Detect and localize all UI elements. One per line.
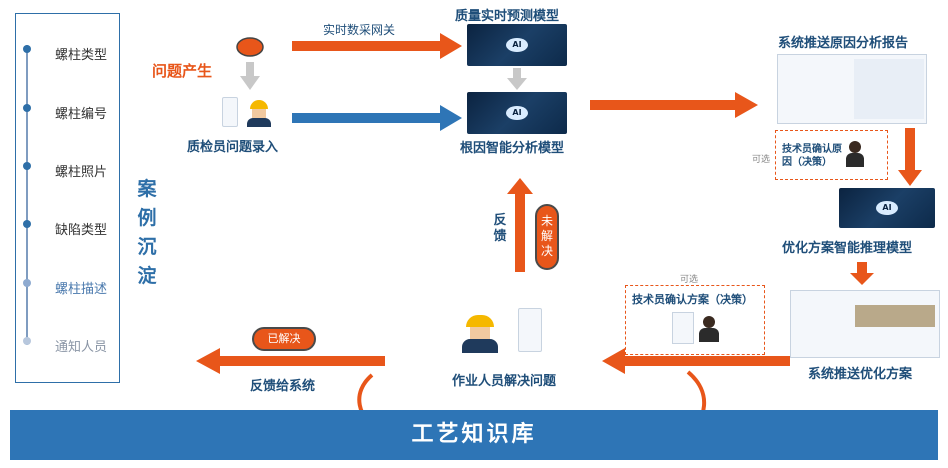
field-defect-type: 缺陷类型 [55, 223, 108, 238]
inspector-entry-label: 质检员问题录入 [187, 140, 279, 155]
timeline-dot [23, 162, 31, 170]
problem-occurs-label: 问题产生 [152, 62, 213, 80]
root-model-title: 根因智能分析模型 [460, 141, 565, 156]
orange-arrow-to-worker [602, 348, 790, 374]
worker-avatar-icon [246, 100, 272, 128]
field-stud-number: 螺柱编号 [55, 107, 108, 122]
ai-icon: AI [506, 106, 528, 120]
ai-icon: AI [506, 38, 528, 52]
feedback-char: 反 [493, 213, 507, 228]
tech-confirm-plan-label: 技术员确认方案（决策） [632, 293, 753, 306]
solved-badge: 已解决 [252, 327, 316, 351]
technician-avatar-icon [699, 316, 719, 344]
gray-down-arrow-models [507, 68, 527, 90]
case-char: 例 [137, 207, 157, 229]
orange-down-arrow-right-2 [850, 262, 874, 285]
timeline-dot [23, 45, 31, 53]
optimize-model-image: AI [839, 188, 935, 228]
orange-arrow-to-report [590, 92, 758, 118]
report-title: 系统推送原因分析报告 [778, 36, 909, 51]
case-char: 沉 [137, 236, 157, 258]
case-settlement-label: 案 例 沉 淀 [135, 175, 159, 291]
feedback-char: 馈 [493, 229, 507, 244]
report-screenshot [777, 54, 927, 124]
field-stud-description: 螺柱描述 [55, 282, 108, 297]
push-plan-label: 系统推送优化方案 [808, 367, 913, 382]
tablet-icon [222, 97, 238, 127]
case-fields-panel [15, 13, 120, 383]
tech-confirm-cause-line: 技术员确认原 [782, 144, 842, 155]
problem-node-shape [236, 37, 264, 57]
plan-screenshot [790, 290, 940, 358]
orange-down-arrow-right [898, 128, 922, 186]
timeline-dot [23, 104, 31, 112]
timeline-dot [23, 279, 31, 287]
feedback-system-label: 反馈给系统 [250, 379, 316, 394]
orange-arrow-to-quality-model [292, 33, 462, 59]
optional-label: 可选 [752, 155, 771, 165]
tablet-icon [518, 308, 542, 352]
worker-avatar-icon [462, 315, 498, 355]
orange-up-arrow-feedback [507, 178, 533, 272]
field-stud-type: 螺柱类型 [55, 48, 108, 63]
tech-confirm-cause-line: 因（决策） [782, 157, 832, 168]
orange-arrow-feedback-system [196, 348, 385, 374]
knowledge-base-title: 工艺知识库 [411, 422, 537, 447]
optional-label: 可选 [680, 275, 699, 285]
panel-timeline [26, 45, 28, 345]
technician-avatar-icon [846, 141, 864, 169]
ai-icon: AI [876, 201, 898, 215]
timeline-dot [23, 220, 31, 228]
knowledge-base-bar [10, 410, 938, 460]
tech-confirm-plan-box: 技术员确认方案（决策） [625, 285, 765, 355]
gray-down-arrow [240, 62, 260, 90]
tech-confirm-cause-box: 技术员确认原 因（决策） [775, 130, 888, 180]
worker-resolve-label: 作业人员解决问题 [452, 374, 557, 389]
quality-model-title: 质量实时预测模型 [455, 9, 560, 24]
field-stud-photo: 螺柱照片 [55, 165, 108, 180]
unsolved-text: 未解决 [540, 214, 553, 258]
optimize-model-title: 优化方案智能推理模型 [782, 241, 913, 256]
quality-model-image: AI [467, 24, 567, 66]
timeline-dot [23, 337, 31, 345]
feedback-label: 反 馈 [492, 213, 508, 245]
root-model-image: AI [467, 92, 567, 134]
field-notify-personnel: 通知人员 [55, 340, 108, 355]
realtime-gateway-label: 实时数采网关 [323, 23, 396, 37]
plan-image-area [855, 305, 935, 327]
tech-confirm-cause-text: 技术员确认原 因（决策） [782, 143, 842, 169]
tablet-icon [672, 312, 694, 344]
case-char: 淀 [137, 265, 157, 287]
report-chart-area [854, 59, 924, 119]
blue-arrow-to-root-model [292, 105, 462, 131]
unsolved-badge: 未解决 [535, 204, 559, 270]
case-char: 案 [137, 178, 157, 200]
